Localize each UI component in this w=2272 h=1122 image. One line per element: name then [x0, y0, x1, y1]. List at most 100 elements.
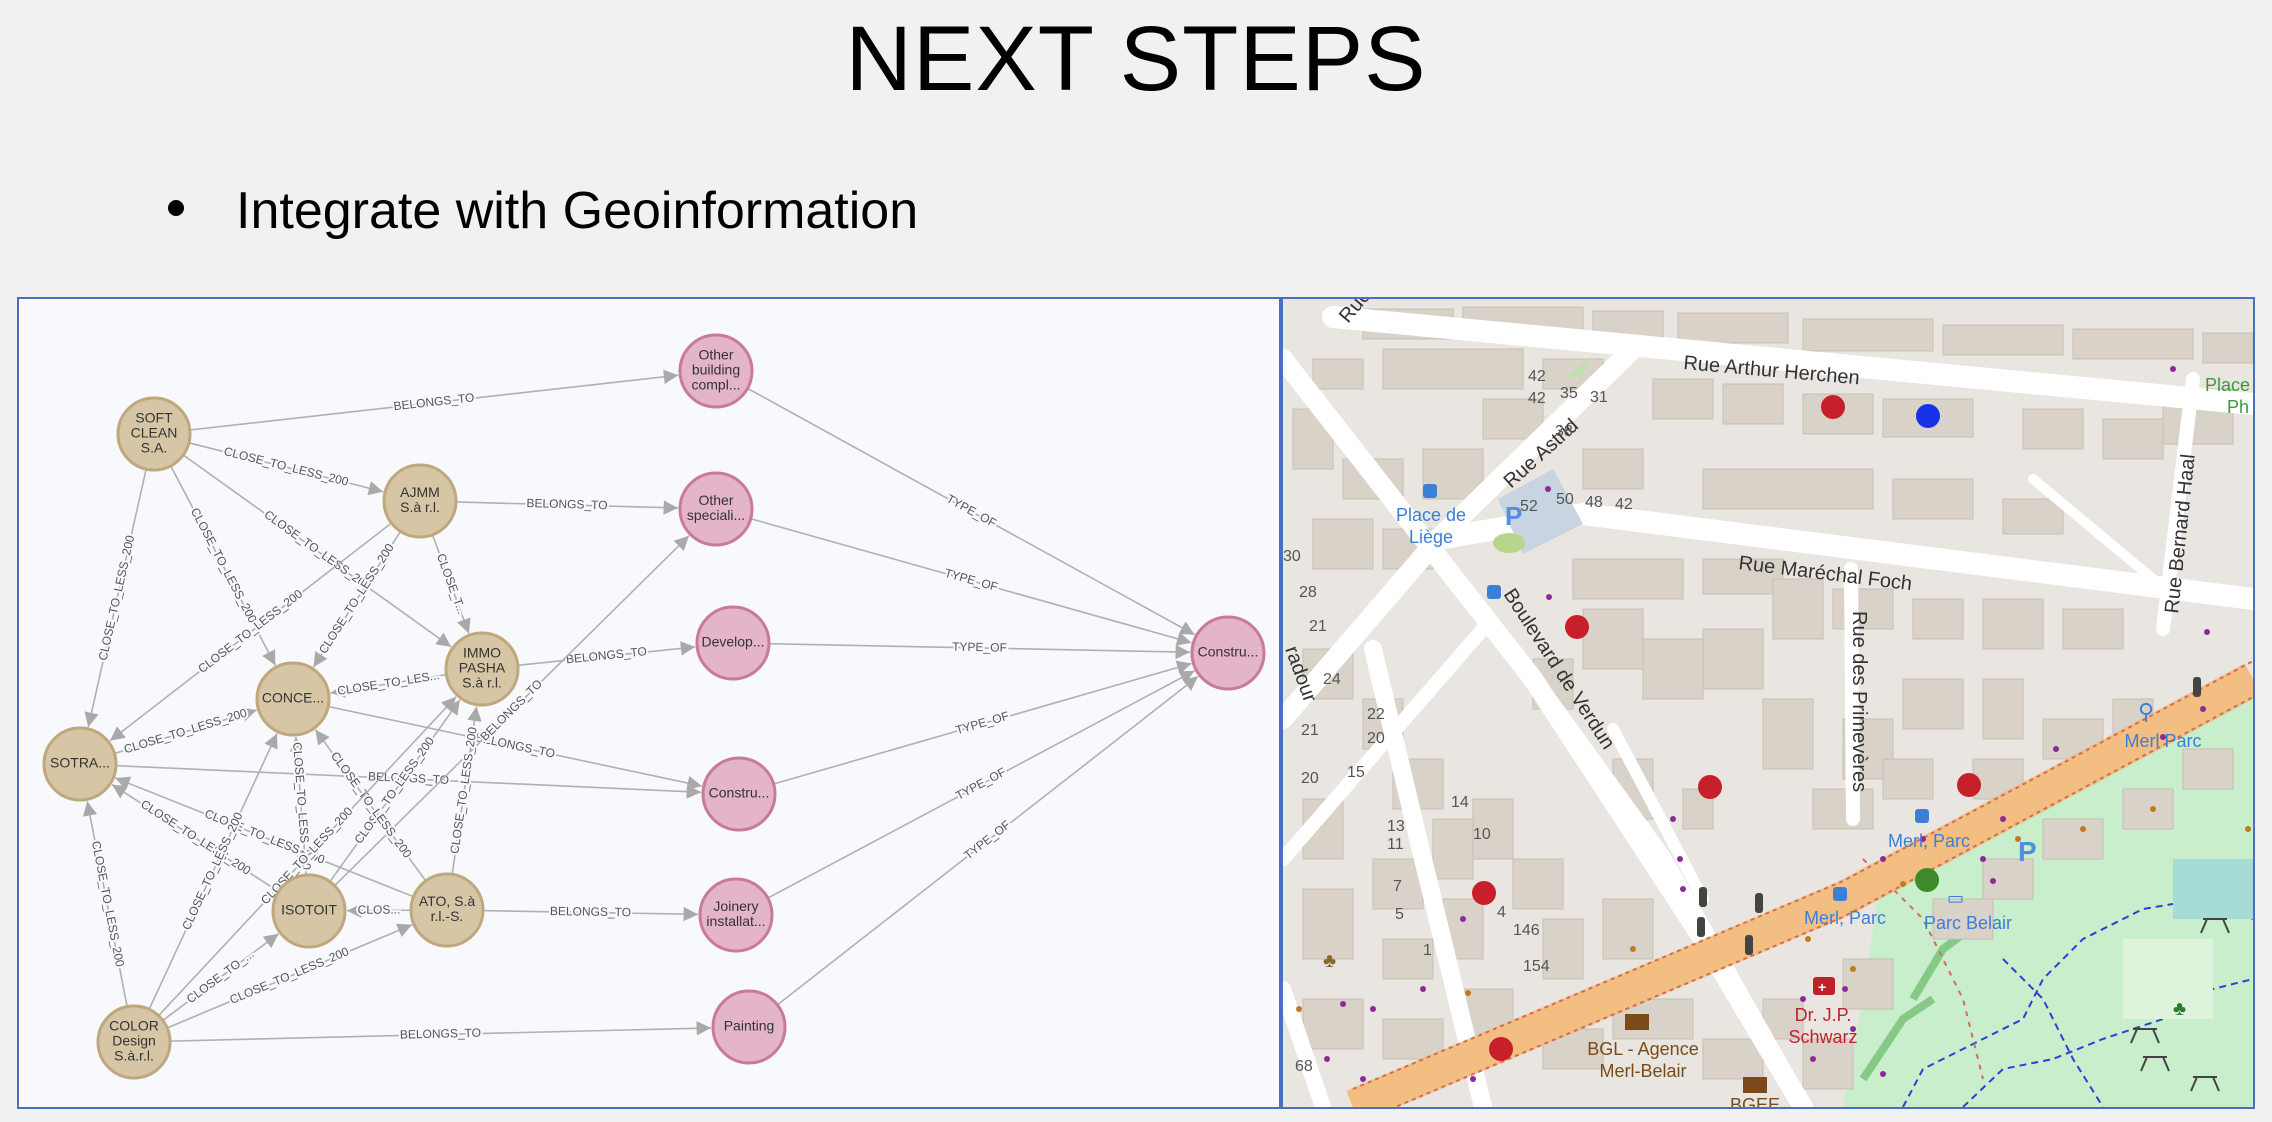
- edge-line: [750, 517, 1192, 646]
- edge-label: CLOSE_TO_LESS_200: [223, 444, 351, 489]
- node-circle[interactable]: [409, 872, 485, 948]
- node-circle[interactable]: [698, 877, 774, 953]
- node-circle[interactable]: [695, 605, 771, 681]
- edge-line: [111, 783, 280, 893]
- edge-line: [329, 699, 461, 883]
- node-circle[interactable]: [711, 989, 787, 1065]
- node-label: Painting: [724, 1018, 775, 1034]
- knowledge-graph-panel[interactable]: BELONGS_TO BELONGS_TO BELONGS_TO BELONGS_TO…: [17, 297, 1281, 1109]
- edge-label: CLOSE_TO_LESS_200: [188, 505, 260, 625]
- house-number: 38: [1555, 423, 1573, 440]
- edge-line: [289, 736, 308, 876]
- bike-share-icon: ⚲: [2138, 699, 2154, 724]
- node-circle[interactable]: [116, 396, 192, 472]
- graph-node-develop[interactable]: Develop...: [695, 605, 771, 681]
- node-circle[interactable]: [444, 631, 520, 707]
- edge-label: BELONGS_TO: [368, 769, 450, 787]
- graph-edge: BELONGS_TO: [482, 902, 699, 921]
- graph-node-constru1[interactable]: Constru...: [701, 756, 777, 832]
- node-circle[interactable]: [255, 661, 331, 737]
- edge-line: [768, 642, 1191, 660]
- house-number: 42: [1615, 496, 1633, 513]
- edge-line: [157, 696, 457, 1017]
- graph-node-joinery[interactable]: Joineryinstallat...: [698, 877, 774, 953]
- blue-location-marker[interactable]: [1916, 404, 1940, 428]
- picnic-table-icon: [2130, 918, 2230, 1092]
- node-label: building: [692, 362, 740, 378]
- house-number: 146: [1513, 922, 1540, 939]
- graph-node-otherbuilding[interactable]: Otherbuildingcompl...: [678, 333, 754, 409]
- graph-edge: BELONGS_TO: [189, 369, 679, 431]
- node-circle[interactable]: [701, 756, 777, 832]
- node-label: AJMM: [400, 484, 440, 500]
- graph-edge: CLOSE_TO_LESS_200: [82, 801, 129, 1007]
- node-label: Other: [698, 492, 733, 508]
- poi-label: BGEE: [1730, 1095, 1780, 1107]
- node-circle[interactable]: [1190, 615, 1266, 691]
- edge-label: TYPE_OF: [943, 566, 999, 594]
- edge-line: [114, 707, 257, 755]
- graph-node-sotra[interactable]: SOTRA...: [42, 726, 118, 802]
- red-location-marker[interactable]: [1698, 775, 1722, 799]
- node-circle[interactable]: [678, 333, 754, 409]
- graph-node-conce[interactable]: CONCE...: [255, 661, 331, 737]
- edge-line: [314, 729, 427, 882]
- node-circle[interactable]: [678, 471, 754, 547]
- bullet-text: Integrate with Geoinformation: [236, 182, 919, 240]
- node-circle[interactable]: [271, 873, 347, 949]
- bullet-dot-icon: [168, 200, 184, 216]
- red-location-marker[interactable]: [1489, 1037, 1513, 1061]
- house-number: 68: [1295, 1058, 1313, 1075]
- red-location-marker[interactable]: [1472, 881, 1496, 905]
- map-panel[interactable]: P P ⚲ ▭ + ♣ ♣ Rue Arthur Herchen Rue Ast…: [1281, 297, 2255, 1109]
- house-number: 20: [1301, 770, 1319, 787]
- graph-node-painting[interactable]: Painting: [711, 989, 787, 1065]
- node-label: ISOTOIT: [281, 902, 337, 918]
- node-circle[interactable]: [96, 1004, 172, 1080]
- edge-line: [747, 387, 1196, 636]
- node-circle[interactable]: [42, 726, 118, 802]
- house-number: 24: [1323, 671, 1341, 688]
- node-label: Develop...: [701, 634, 764, 650]
- house-number: 42: [1528, 390, 1546, 407]
- edge-label: BELONGS_TO: [565, 644, 647, 666]
- graph-node-constru2[interactable]: Constru...: [1190, 615, 1266, 691]
- place-label: Place: [2205, 375, 2250, 395]
- red-location-marker[interactable]: [1957, 773, 1981, 797]
- graph-edge: CLOSE_TO_LESS_200: [109, 522, 393, 742]
- theatre-icon: ♣: [1323, 950, 1336, 972]
- edge-line: [330, 673, 447, 698]
- graph-node-isotoit[interactable]: ISOTOIT: [271, 873, 347, 949]
- node-label: Constru...: [1198, 644, 1259, 660]
- house-number: 14: [1451, 794, 1469, 811]
- house-number: 1: [1423, 942, 1432, 959]
- node-label: Design: [112, 1033, 156, 1049]
- graph-node-otherspecial[interactable]: Otherspeciali...: [678, 471, 754, 547]
- node-circle[interactable]: [382, 463, 458, 539]
- graph-edge: CLOSE_TO_LESS_200: [314, 729, 427, 882]
- node-label: Other: [698, 347, 733, 363]
- street-label: Rue des Primevères: [1848, 611, 1870, 792]
- graph-edge: TYPE_OF: [773, 660, 1192, 785]
- graph-edge: CLOSE_TO_LESS_200: [114, 704, 257, 758]
- red-location-marker[interactable]: [1565, 615, 1589, 639]
- place-label: Ph: [2227, 397, 2249, 417]
- node-label: IMMO: [463, 645, 501, 661]
- place-label: Merl Parc: [2124, 731, 2201, 751]
- svg-text:♣: ♣: [1323, 950, 1336, 972]
- edge-label: BELONGS_TO: [393, 390, 475, 413]
- house-number: 48: [1585, 494, 1603, 511]
- edge-line: [169, 1021, 712, 1042]
- graph-node-ato[interactable]: ATO, S.àr.l.-S.: [409, 872, 485, 948]
- graph-edge: TYPE_OF: [767, 670, 1195, 899]
- red-location-marker[interactable]: [1821, 395, 1845, 419]
- edge-line: [162, 933, 280, 1022]
- green-location-marker[interactable]: [1915, 868, 1939, 892]
- edge-label: TYPE_OF: [944, 491, 999, 530]
- svg-text:♣: ♣: [2173, 998, 2186, 1020]
